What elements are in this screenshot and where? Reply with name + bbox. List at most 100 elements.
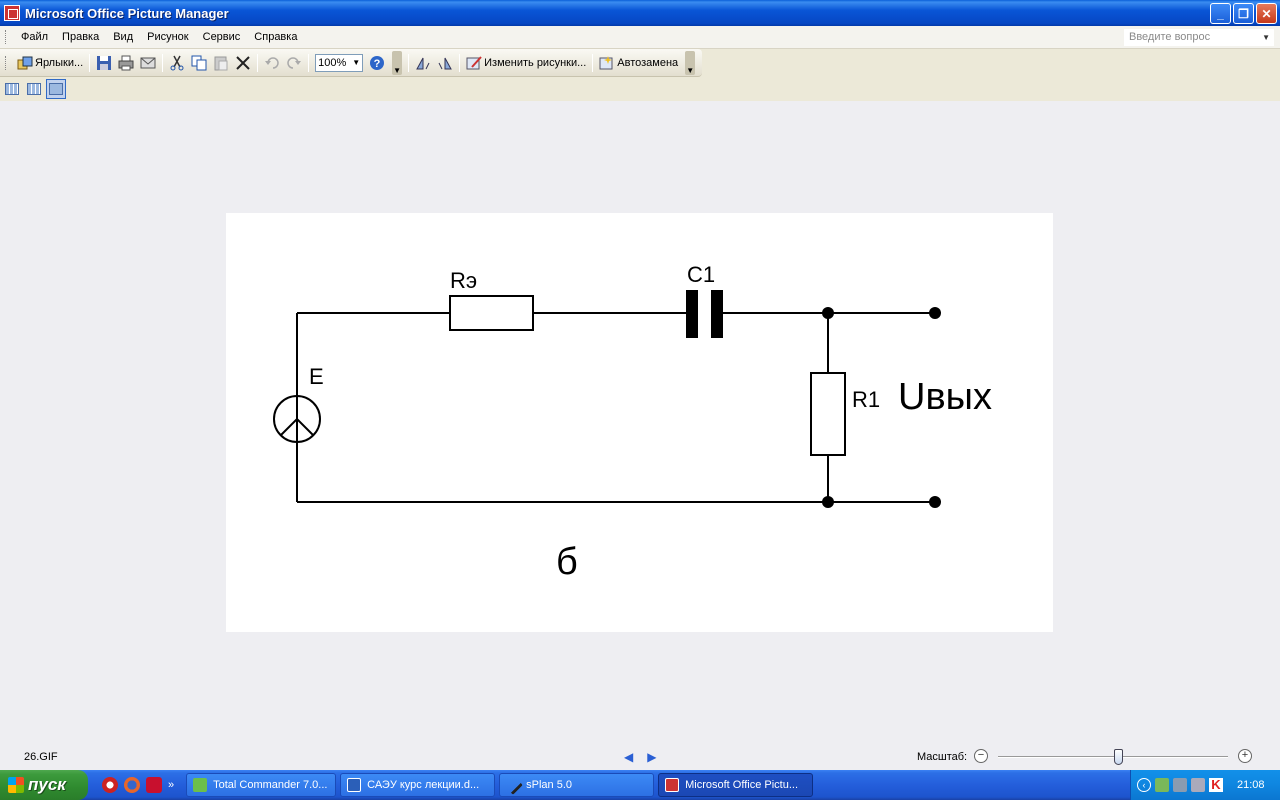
shortcuts-button[interactable]: Ярлыки...: [14, 52, 86, 74]
view-toolbar: [0, 78, 66, 100]
menu-picture[interactable]: Рисунок: [147, 31, 189, 43]
redo-icon: [287, 56, 302, 69]
arrow-right-icon: ▶: [647, 750, 657, 764]
restore-button[interactable]: ❐: [1233, 3, 1254, 24]
cut-button[interactable]: [166, 52, 188, 74]
connection-icon[interactable]: [1191, 778, 1205, 792]
copy-button[interactable]: [188, 52, 210, 74]
clock[interactable]: 21:08: [1237, 779, 1265, 791]
toolbar-options-button-2[interactable]: ▼: [685, 50, 696, 75]
edit-pictures-label: Изменить рисунки...: [484, 56, 587, 69]
redo-button[interactable]: [283, 52, 305, 74]
print-button[interactable]: [115, 52, 137, 74]
menu-edit[interactable]: Правка: [62, 31, 100, 43]
email-button[interactable]: [137, 52, 159, 74]
minimize-button[interactable]: _: [1210, 3, 1231, 24]
cut-icon: [170, 55, 184, 70]
label-source: E: [309, 364, 324, 389]
toolbar-separator: [459, 53, 461, 72]
chevron-down-icon: ▼: [393, 65, 402, 75]
help-question-input[interactable]: Введите вопрос ▼: [1124, 29, 1274, 46]
zoom-select[interactable]: 100% ▼: [312, 52, 366, 74]
toolbar-separator: [408, 53, 410, 72]
file-name: 26.GIF: [24, 751, 58, 763]
kaspersky-icon[interactable]: K: [1209, 778, 1223, 792]
splan-icon: [503, 775, 524, 795]
start-label: пуск: [28, 775, 66, 794]
minimize-icon: _: [1217, 6, 1224, 21]
chevron-down-icon[interactable]: ▼: [1262, 33, 1270, 42]
show-hidden-icons-button[interactable]: ‹: [1137, 778, 1151, 792]
filmstrip-view-icon: [27, 83, 41, 95]
arrow-left-icon: ◀: [624, 750, 634, 764]
zoom-slider[interactable]: [998, 749, 1228, 765]
paste-icon: [214, 56, 228, 70]
start-button[interactable]: пуск: [0, 770, 88, 800]
label-output: Uвых: [898, 376, 992, 418]
toolbar-options-button[interactable]: ▼: [392, 50, 403, 75]
next-picture-button[interactable]: ▶: [647, 750, 656, 764]
zoom-label: Масштаб:: [917, 751, 968, 763]
word-icon: [347, 778, 362, 792]
system-tray: ‹ K 21:08: [1130, 770, 1280, 800]
help-button[interactable]: ?: [366, 52, 388, 74]
task-label: sPlan 5.0: [526, 779, 572, 791]
zoom-in-icon: +: [1241, 749, 1249, 761]
toolbar-separator: [592, 53, 594, 72]
copy-icon: [191, 55, 207, 70]
undo-button[interactable]: [261, 52, 283, 74]
undo-icon: [265, 56, 279, 69]
picture-canvas: Rэ C1 E R1 Uвых б: [226, 213, 1053, 632]
paste-button[interactable]: [210, 52, 232, 74]
previous-picture-button[interactable]: ◀: [624, 750, 633, 764]
opera-icon[interactable]: [102, 777, 118, 793]
taskbar-task-splan[interactable]: sPlan 5.0: [499, 773, 655, 797]
zoom-value: 100%: [318, 56, 347, 69]
close-button[interactable]: ✕: [1256, 3, 1277, 24]
edit-pictures-button[interactable]: Изменить рисунки...: [463, 52, 589, 74]
single-picture-view-button[interactable]: [46, 79, 66, 99]
delete-button[interactable]: [232, 52, 254, 74]
rotate-right-button[interactable]: [434, 52, 456, 74]
toolbar-separator: [257, 53, 259, 72]
taskbar-task-picture-manager[interactable]: Microsoft Office Pictu...: [658, 773, 814, 797]
zoom-in-button[interactable]: +: [1238, 749, 1252, 763]
toolbar-grip[interactable]: [5, 55, 8, 70]
taskbar-task-total-commander[interactable]: Total Commander 7.0...: [186, 773, 337, 797]
toolbar-separator: [162, 53, 164, 72]
restore-icon: ❐: [1238, 6, 1249, 21]
floppy-icon[interactable]: [146, 777, 162, 793]
rotate-left-button[interactable]: [412, 52, 434, 74]
help-icon: ?: [370, 55, 385, 70]
menu-help[interactable]: Справка: [254, 31, 298, 43]
taskbar-task-word-document[interactable]: САЭУ курс лекции.d...: [340, 773, 496, 797]
menu-view[interactable]: Вид: [113, 31, 134, 43]
zoom-out-icon: −: [977, 749, 985, 761]
menu-file[interactable]: Файл: [21, 31, 49, 43]
zoom-slider-thumb[interactable]: [1113, 749, 1123, 765]
picture-manager-icon[interactable]: [4, 5, 20, 21]
menu-grip[interactable]: [5, 30, 8, 44]
chevron-right-icon[interactable]: »: [168, 779, 175, 791]
zoom-out-button[interactable]: −: [974, 749, 988, 763]
thumbnail-view-button[interactable]: [2, 79, 22, 99]
status-bar: 26.GIF ◀ ▶ Масштаб: − +: [0, 745, 1280, 770]
label-capacitor: C1: [687, 262, 715, 287]
safely-remove-icon[interactable]: [1173, 778, 1187, 792]
single-picture-view-icon: [49, 83, 63, 95]
print-icon: [118, 55, 134, 70]
chevron-down-icon: ▼: [352, 57, 361, 67]
menu-tools[interactable]: Сервис: [202, 31, 241, 43]
save-icon: [97, 55, 112, 70]
save-button[interactable]: [93, 52, 115, 74]
firefox-icon[interactable]: [124, 777, 140, 793]
network-icon[interactable]: [1155, 778, 1169, 792]
resistor-re: [449, 295, 534, 331]
help-question-placeholder: Введите вопрос: [1129, 31, 1211, 43]
total-commander-icon: [193, 778, 208, 792]
picture-viewer: Rэ C1 E R1 Uвых б: [0, 101, 1280, 745]
autocorrect-button[interactable]: Автозамена: [596, 52, 681, 74]
junction-bottom: [822, 496, 834, 508]
autocorrect-icon: [599, 55, 613, 69]
filmstrip-view-button[interactable]: [24, 79, 44, 99]
